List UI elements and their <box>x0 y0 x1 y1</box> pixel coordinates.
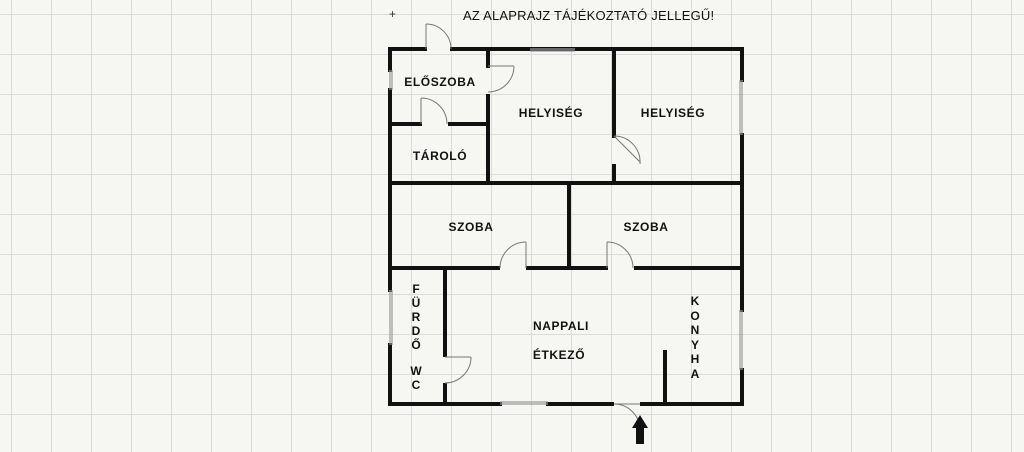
room-szoba-2: SZOBA <box>623 220 669 234</box>
room-wc: WC <box>410 364 422 392</box>
room-eloszoba: ELŐSZOBA <box>404 75 476 89</box>
crosshair-icon: + <box>389 7 397 21</box>
windows <box>389 48 743 405</box>
room-helyiseg-1: HELYISÉG <box>518 106 584 120</box>
room-szoba-1: SZOBA <box>448 220 494 234</box>
walls <box>388 47 744 406</box>
room-tarolo: TÁROLÓ <box>412 149 468 163</box>
page-title: AZ ALAPRAJZ TÁJÉKOZTATÓ JELLEGŰ! <box>463 8 715 23</box>
room-furdo: FÜRDŐ <box>411 282 421 352</box>
room-nappali: NAPPALI <box>533 319 589 333</box>
room-helyiseg-2: HELYISÉG <box>640 106 706 120</box>
room-konyha: KONYHA <box>690 294 700 381</box>
arrow-up-icon <box>632 415 648 444</box>
doors <box>420 23 641 431</box>
room-etkezo: ÉTKEZŐ <box>532 348 586 362</box>
